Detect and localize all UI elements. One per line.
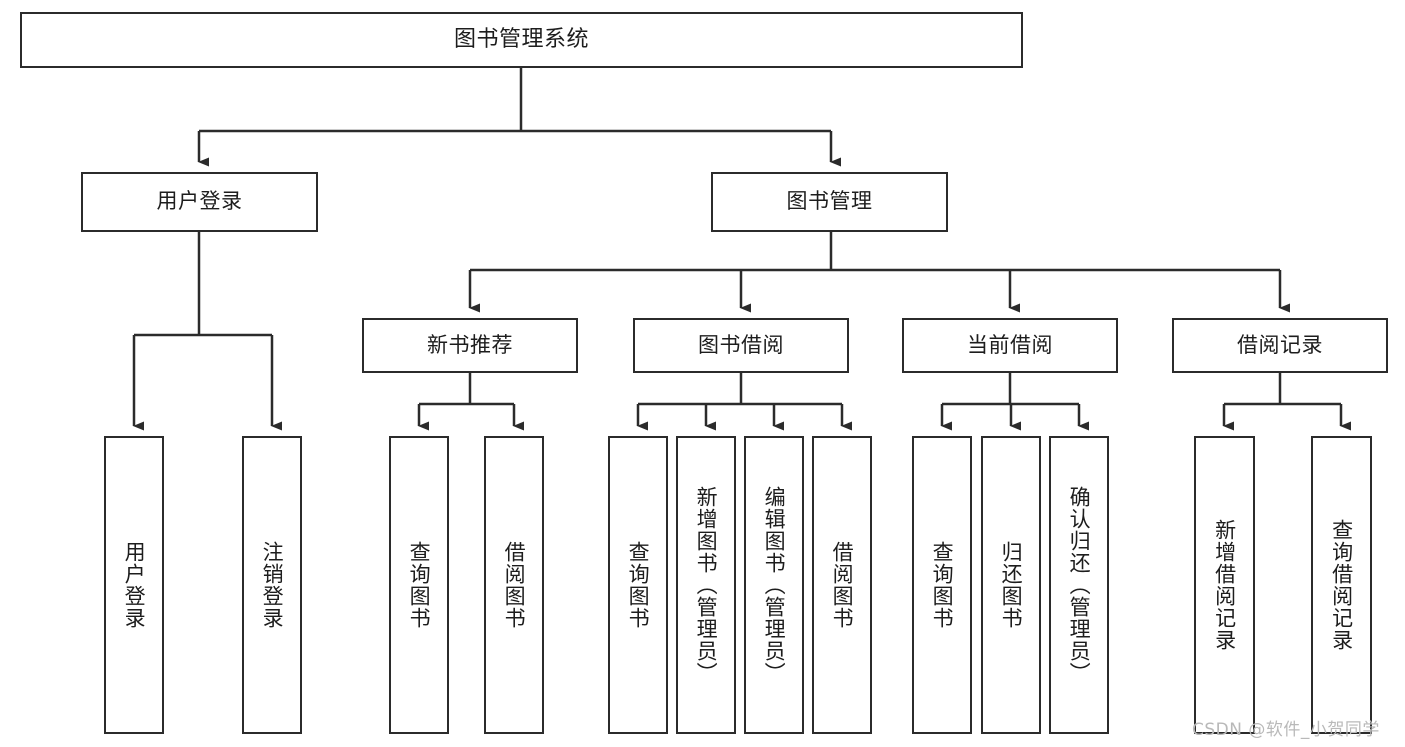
node-root-system-label: 图书管理系统 bbox=[453, 26, 589, 52]
node-leaf-return-book[interactable]: 归还图书 bbox=[981, 436, 1041, 734]
node-current-borrow-label: 当前借阅 bbox=[967, 332, 1053, 357]
node-leaf-query-borrow-record[interactable]: 查询借阅记录 bbox=[1311, 436, 1372, 734]
node-leaf-add-book-admin[interactable]: 新增图书（管理员） bbox=[676, 436, 736, 734]
node-borrow-record-label: 借阅记录 bbox=[1237, 332, 1323, 357]
node-leaf-query-borrow-record-label: 查询借阅记录 bbox=[1329, 519, 1354, 651]
node-leaf-edit-book-admin-label: 编辑图书（管理员） bbox=[762, 486, 787, 684]
node-leaf-query-book-recommend[interactable]: 查询图书 bbox=[389, 436, 449, 734]
csdn-watermark: CSDN @软件_小贺同学 bbox=[1192, 720, 1380, 740]
node-leaf-confirm-return-admin-label: 确认归还（管理员） bbox=[1067, 486, 1092, 684]
node-book-management[interactable]: 图书管理 bbox=[711, 172, 948, 232]
node-leaf-return-book-label: 归还图书 bbox=[999, 541, 1024, 629]
node-leaf-query-book-current[interactable]: 查询图书 bbox=[912, 436, 972, 734]
node-borrow-record[interactable]: 借阅记录 bbox=[1172, 318, 1388, 373]
node-leaf-borrow-book-recommend[interactable]: 借阅图书 bbox=[484, 436, 544, 734]
node-leaf-borrow-book[interactable]: 借阅图书 bbox=[812, 436, 872, 734]
node-book-borrow[interactable]: 图书借阅 bbox=[633, 318, 849, 373]
node-root-system[interactable]: 图书管理系统 bbox=[20, 12, 1023, 68]
node-leaf-edit-book-admin[interactable]: 编辑图书（管理员） bbox=[744, 436, 804, 734]
node-leaf-query-book-label: 查询图书 bbox=[626, 541, 651, 629]
node-current-borrow[interactable]: 当前借阅 bbox=[902, 318, 1118, 373]
node-leaf-add-borrow-record-label: 新增借阅记录 bbox=[1212, 519, 1237, 651]
node-leaf-confirm-return-admin[interactable]: 确认归还（管理员） bbox=[1049, 436, 1109, 734]
node-leaf-borrow-book-recommend-label: 借阅图书 bbox=[502, 541, 527, 629]
node-book-borrow-label: 图书借阅 bbox=[698, 332, 784, 357]
node-leaf-add-book-admin-label: 新增图书（管理员） bbox=[694, 486, 719, 684]
node-new-book-recommend[interactable]: 新书推荐 bbox=[362, 318, 578, 373]
node-user-login[interactable]: 用户登录 bbox=[81, 172, 318, 232]
node-user-login-label: 用户登录 bbox=[156, 189, 243, 214]
node-leaf-query-book-current-label: 查询图书 bbox=[930, 541, 955, 629]
node-leaf-query-book-recommend-label: 查询图书 bbox=[407, 541, 432, 629]
node-leaf-user-login-label: 用户登录 bbox=[122, 541, 147, 629]
node-leaf-logout[interactable]: 注销登录 bbox=[242, 436, 302, 734]
node-new-book-recommend-label: 新书推荐 bbox=[427, 332, 513, 357]
node-leaf-add-borrow-record[interactable]: 新增借阅记录 bbox=[1194, 436, 1255, 734]
node-leaf-user-login[interactable]: 用户登录 bbox=[104, 436, 164, 734]
node-book-management-label: 图书管理 bbox=[786, 189, 873, 214]
node-leaf-borrow-book-label: 借阅图书 bbox=[830, 541, 855, 629]
node-leaf-query-book[interactable]: 查询图书 bbox=[608, 436, 668, 734]
node-leaf-logout-label: 注销登录 bbox=[260, 541, 285, 629]
